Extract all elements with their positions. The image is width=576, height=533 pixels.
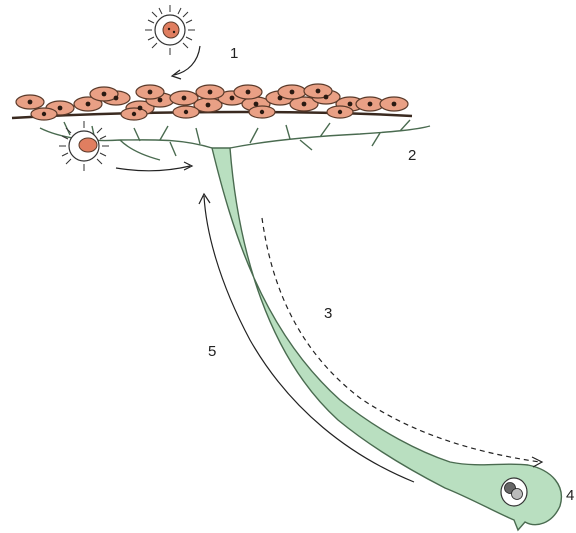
label-step-4: 4 — [566, 487, 574, 504]
nerve-ending-branches — [40, 120, 430, 160]
axon — [212, 148, 561, 530]
neuron — [40, 120, 561, 530]
arrow-step3-dashed — [262, 218, 540, 462]
label-step-5: 5 — [208, 343, 216, 360]
label-step-1: 1 — [230, 45, 238, 62]
arrow-step2 — [116, 166, 190, 171]
neuron-nucleus — [501, 478, 527, 506]
label-step-2: 2 — [408, 147, 416, 164]
virus-particle-free — [145, 5, 195, 55]
label-step-3: 3 — [324, 305, 332, 322]
epithelial-cell-layer — [12, 84, 412, 120]
virus-particle-entering — [59, 121, 109, 171]
arrow-step1 — [174, 46, 200, 75]
